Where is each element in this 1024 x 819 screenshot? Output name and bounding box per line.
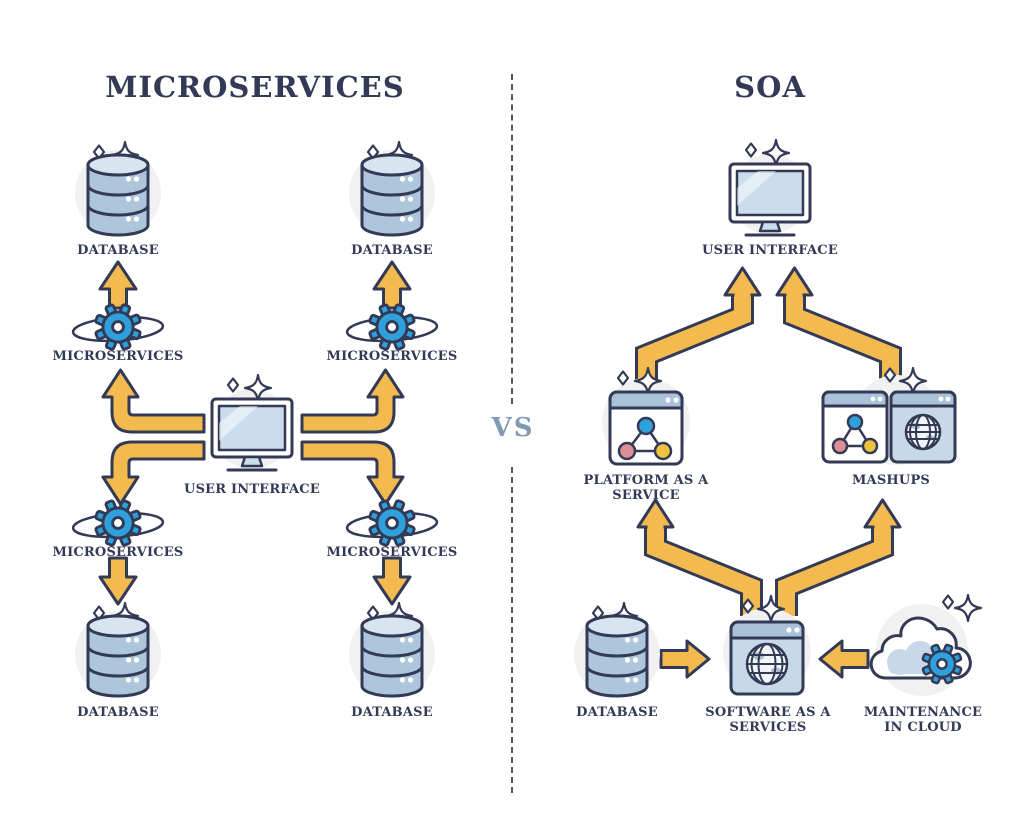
database-label: DATABASE — [576, 705, 658, 720]
paas-window-icon — [596, 364, 696, 468]
microservices-label: MICROSERVICES — [52, 545, 184, 560]
database-icon — [72, 139, 164, 239]
database-icon — [346, 139, 438, 239]
database-label: DATABASE — [77, 705, 159, 720]
monitor-icon — [718, 136, 822, 240]
database-icon — [346, 600, 438, 700]
arrow-down-icon — [372, 556, 412, 606]
divider-dashed-line-bottom — [511, 467, 513, 793]
saas-label: SOFTWARE AS A SERVICES — [703, 705, 833, 736]
divider-dashed-line-top — [511, 74, 513, 404]
saas-label-line2: SERVICES — [729, 720, 807, 736]
arrow-right-icon — [659, 639, 711, 679]
soa-title: SOA — [734, 70, 806, 104]
database-icon — [72, 600, 164, 700]
database-label: DATABASE — [351, 243, 433, 258]
microservices-label: MICROSERVICES — [326, 545, 458, 560]
elbow-arrow-upper-right-icon — [300, 368, 405, 434]
database-label: DATABASE — [351, 705, 433, 720]
cloud-label-line2: IN CLOUD — [884, 720, 962, 736]
monitor-icon — [200, 371, 304, 475]
microservices-label: MICROSERVICES — [52, 349, 184, 364]
arrow-down-icon — [98, 556, 138, 606]
saas-label-line1: SOFTWARE AS A — [705, 705, 831, 720]
paas-label: PLATFORM AS A SERVICE — [583, 473, 709, 504]
saas-window-globe-icon — [717, 594, 817, 698]
user-interface-label: USER INTERFACE — [184, 482, 320, 497]
cloud-gear-icon — [860, 590, 984, 702]
database-label: DATABASE — [77, 243, 159, 258]
elbow-arrow-upper-left-icon — [101, 368, 206, 434]
microservices-title: MICROSERVICES — [105, 70, 405, 104]
maintenance-cloud-label: MAINTENANCE IN CLOUD — [861, 705, 985, 736]
mashups-windows-icon — [815, 364, 967, 468]
vs-label: VS — [491, 413, 535, 443]
microservices-label: MICROSERVICES — [326, 349, 458, 364]
cloud-label-line1: MAINTENANCE — [863, 705, 983, 720]
mashups-label: MASHUPS — [851, 473, 931, 488]
user-interface-label: USER INTERFACE — [702, 243, 838, 258]
database-icon — [571, 600, 663, 700]
